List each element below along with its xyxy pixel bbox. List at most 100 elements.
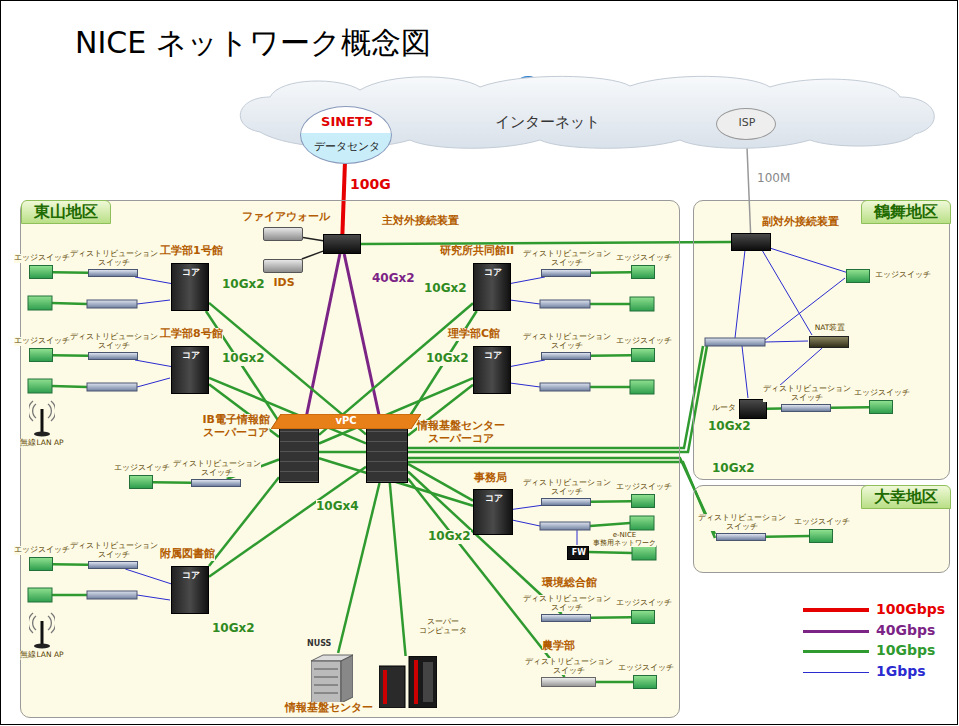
network-link (511, 277, 545, 283)
graphic-part (379, 666, 405, 708)
supercomputer-icon (379, 656, 437, 708)
region-ground (20, 200, 950, 718)
core-switch: 工学部1号館コア (171, 263, 209, 311)
node-label: エッジスイッチ (616, 337, 672, 346)
node-label: NAT装置 (815, 324, 846, 333)
legend-text: 1Gbps (876, 663, 926, 679)
graphic-part (512, 520, 540, 526)
network-link (766, 535, 809, 538)
network-link (125, 569, 171, 584)
campus-region: 大幸地区ディストリビューション スイッチエッジスイッチ (693, 485, 950, 573)
node-label: ルータ (712, 404, 736, 413)
graphic-part (52, 303, 87, 304)
graphic-part (588, 552, 632, 553)
graphic-part (34, 432, 50, 437)
legend-text: 40Gbps (876, 622, 935, 638)
graphic-part (765, 341, 808, 342)
edge-switch: エッジスイッチ (869, 400, 893, 414)
node-label: ディストリビューション スイッチ (698, 514, 786, 531)
link-label: 10Gx2 (222, 352, 265, 366)
node-label: ディストリビューション スイッチ (173, 460, 261, 477)
graphic-part (341, 655, 353, 703)
node-label: ディストリビューション スイッチ (523, 595, 611, 612)
graphic-part (414, 660, 418, 704)
legend-swatch (803, 650, 869, 653)
legend-text: 100Gbps (876, 601, 945, 617)
campus-region: 東山地区ファイアウォール主対外接続装置IDS工学部1号館コアエッジスイッチディス… (20, 200, 680, 718)
graphic-part (742, 346, 748, 398)
network-link (591, 354, 631, 357)
router-device: 主対外接続装置 (323, 234, 361, 254)
campus-region: 鶴舞地区副対外接続装置エッジスイッチ NAT装置ルータ ディストリビューション スイ… (693, 200, 950, 480)
edge-switch: エッジスイッチ (809, 529, 833, 543)
graphic-part (41, 409, 44, 433)
network-link (53, 271, 88, 274)
edge-switch: エッジスイッチ (631, 494, 655, 508)
graphic-part (311, 661, 341, 703)
node-label: エッジスイッチ (875, 271, 931, 280)
graphic-part (590, 386, 630, 389)
graphic-part (577, 530, 578, 545)
network-link (135, 277, 171, 284)
node-label: 研究所共同館II (440, 245, 514, 258)
network-link (305, 254, 340, 421)
distribution-switch: ディストリビューション スイッチ (716, 533, 766, 541)
node-label: 情報基盤センター スーパーコア (417, 420, 505, 445)
node-label: ディストリビューション スイッチ (763, 385, 851, 402)
graphic-part (735, 250, 745, 338)
graphic-part (590, 523, 630, 526)
graphic-part (408, 346, 703, 448)
graphic-part (87, 591, 137, 599)
node-label: 事務局 (474, 472, 507, 485)
node-label: 工学部1号館 (160, 245, 223, 258)
node-label: 無線LAN AP (20, 651, 63, 660)
core-switch: 研究所共同館IIコア (473, 263, 511, 311)
edge-switch: エッジスイッチ (29, 348, 53, 362)
link-label: 10Gx4 (316, 500, 359, 514)
link-label: 情報基盤センター (285, 702, 373, 715)
legend-text: 10Gbps (876, 642, 935, 658)
link-label: 10Gx2 (212, 622, 255, 636)
distribution-switch: ディストリビューション スイッチ (88, 561, 138, 569)
graphic-part (540, 522, 590, 530)
graphic-part (510, 383, 540, 387)
link-label: 10Gx2 (424, 282, 467, 296)
node-label: コア (484, 350, 502, 360)
link-speed: 100G (350, 176, 391, 192)
node-label: コア (485, 493, 503, 503)
graphic-part (765, 278, 845, 340)
node-label: エッジスイッチ (114, 464, 170, 473)
link-label: 10Gx2 (222, 278, 265, 292)
node-label: 東山地区 (21, 200, 111, 224)
graphic-part (28, 379, 52, 393)
edge-switch: エッジスイッチ (633, 675, 657, 689)
antenna-icon (29, 611, 55, 649)
network-link (596, 681, 633, 684)
node-label: vPC (335, 415, 356, 427)
graphic-part (632, 546, 656, 560)
link-label: 10Gx2 (712, 462, 755, 476)
network-link (344, 254, 380, 421)
internet-cloud: インターネットSINET5データセンタISP (230, 72, 945, 150)
graphic-part (630, 380, 654, 394)
graphic-part (314, 685, 338, 686)
node-label: SINET5 (321, 115, 373, 130)
distribution-switch: ディストリビューション スイッチ (541, 269, 591, 277)
network-link (135, 360, 171, 367)
router-device: 副対外接続装置 (731, 233, 771, 251)
node-label: IB電子情報館 スーパーコア (203, 414, 270, 439)
edge-switch: エッジスイッチ (631, 348, 655, 362)
super-core-switch: IB電子情報館 スーパーコア (279, 421, 319, 483)
core-switch: 理学部C館コア (473, 346, 511, 394)
node-label: 鶴舞地区 (861, 200, 951, 224)
node-label: ディストリビューション スイッチ (523, 479, 611, 496)
graphic-part (137, 595, 170, 600)
link-label: 10Gx2 (708, 420, 751, 434)
node-label: 工学部8号館 (160, 328, 223, 341)
link-label: 10Gx2 (428, 530, 471, 544)
datacenter-ellipse: SINET5データセンタ (300, 106, 392, 164)
core-switch: 附属図書館コア (171, 566, 209, 614)
diagram-title: NICE ネットワーク概念図 (75, 26, 431, 61)
